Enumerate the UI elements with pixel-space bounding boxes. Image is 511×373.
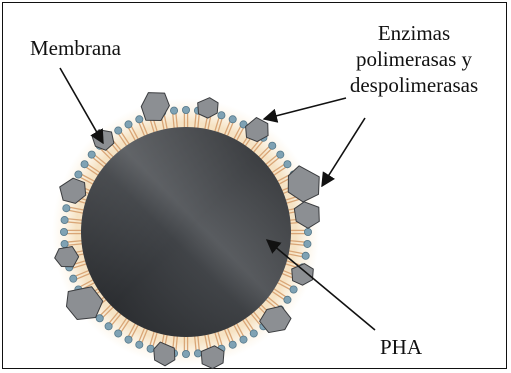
lipid-head <box>88 151 95 158</box>
membrane-arrow <box>60 68 103 143</box>
lipid-head <box>269 142 276 149</box>
lipid-head <box>70 275 77 282</box>
lipid-head <box>63 205 70 212</box>
lipid-head <box>125 336 132 343</box>
lipid-head <box>170 107 177 114</box>
lipid-head <box>61 240 68 247</box>
lipid-head <box>115 330 122 337</box>
lipid-head <box>81 161 88 168</box>
lipid-head <box>284 161 291 168</box>
pha-label: PHA <box>380 337 422 358</box>
lipid-head <box>60 228 67 235</box>
enzymes-label: Enzimas polimerasas y despolimerasas <box>319 20 509 98</box>
lipid-head <box>105 323 112 330</box>
lipid-head <box>136 341 143 348</box>
lipid-head <box>182 350 189 357</box>
lipid-head <box>61 216 68 223</box>
pha-core-shading <box>81 127 291 337</box>
lipid-head <box>290 286 297 293</box>
lipid-head <box>125 121 132 128</box>
lipid-head <box>115 127 122 134</box>
enzyme-arrow-2 <box>322 118 365 186</box>
enzyme-arrow-1 <box>264 98 346 119</box>
lipid-head <box>218 112 225 119</box>
lipid-head <box>302 252 309 259</box>
enzymes-label-line2: polimerasas y <box>319 46 509 72</box>
lipid-head <box>194 350 201 357</box>
lipid-head <box>240 336 247 343</box>
lipid-head <box>284 296 291 303</box>
lipid-head <box>182 106 189 113</box>
lipid-head <box>250 330 257 337</box>
membrane-label: Membrana <box>30 38 121 59</box>
lipid-head <box>304 228 311 235</box>
lipid-head <box>277 151 284 158</box>
lipid-head <box>96 315 103 322</box>
lipid-head <box>229 341 236 348</box>
lipid-head <box>304 240 311 247</box>
enzymes-label-line3: despolimerasas <box>319 72 509 98</box>
lipid-head <box>147 345 154 352</box>
lipid-head <box>136 116 143 123</box>
lipid-head <box>75 171 82 178</box>
enzymes-label-line1: Enzimas <box>319 20 509 46</box>
lipid-head <box>229 116 236 123</box>
